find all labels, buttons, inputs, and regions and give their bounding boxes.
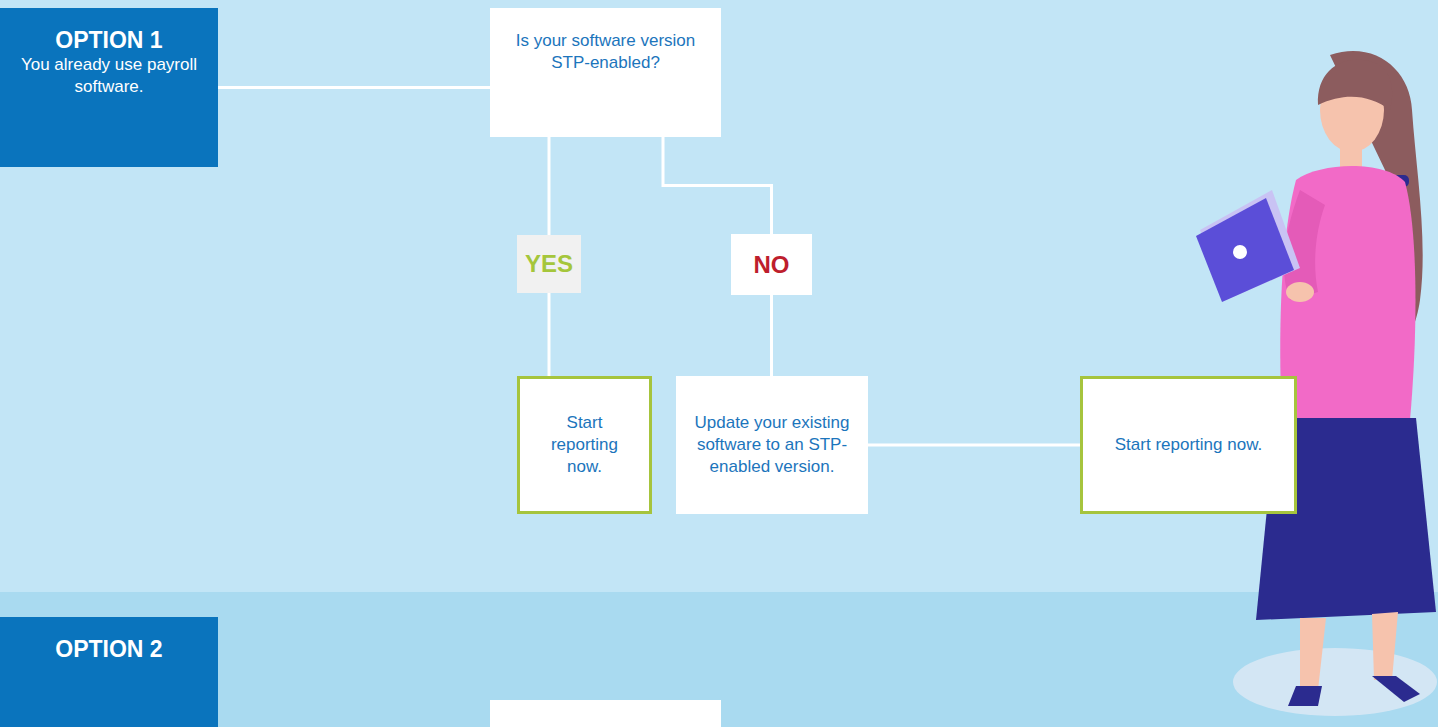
connector-line <box>549 137 550 235</box>
leg <box>1300 618 1326 690</box>
shoe <box>1288 686 1322 706</box>
shoe <box>1372 676 1420 702</box>
no-box: NO <box>731 234 812 295</box>
node-text: Start reporting now. <box>1115 434 1262 456</box>
connector-line <box>663 137 772 234</box>
node-text: YES <box>525 250 573 278</box>
node-text: NO <box>754 251 790 279</box>
connector-line <box>868 445 1080 446</box>
partial-box <box>490 700 721 727</box>
node-text: OPTION 2 <box>55 635 162 663</box>
connector-line <box>218 87 490 88</box>
option-box: OPTION 1You already use payroll software… <box>0 8 218 167</box>
question-box: Is your software version STP-enabled? <box>490 8 721 137</box>
hair <box>1318 60 1392 110</box>
node-text: Update your existing software to an STP-… <box>690 412 854 478</box>
yes-box: YES <box>517 235 581 293</box>
result-box: Start reporting now. <box>517 376 652 514</box>
result-box: Start reporting now. <box>1080 376 1297 514</box>
connector-line <box>771 295 772 376</box>
node-text: Start reporting now. <box>534 412 635 478</box>
laptop-logo <box>1233 245 1247 259</box>
option-box: OPTION 2 <box>0 617 218 727</box>
node-text: Is your software version STP-enabled? <box>504 30 707 74</box>
floor-shadow <box>1233 648 1437 716</box>
connector-line <box>549 293 550 376</box>
process-box: Update your existing software to an STP-… <box>676 376 868 514</box>
node-subtext: You already use payroll software. <box>10 54 208 98</box>
hand <box>1286 282 1314 302</box>
node-text: OPTION 1 <box>55 26 162 54</box>
leg <box>1372 612 1398 680</box>
laptop-back <box>1196 198 1294 302</box>
shirt <box>1280 166 1415 420</box>
